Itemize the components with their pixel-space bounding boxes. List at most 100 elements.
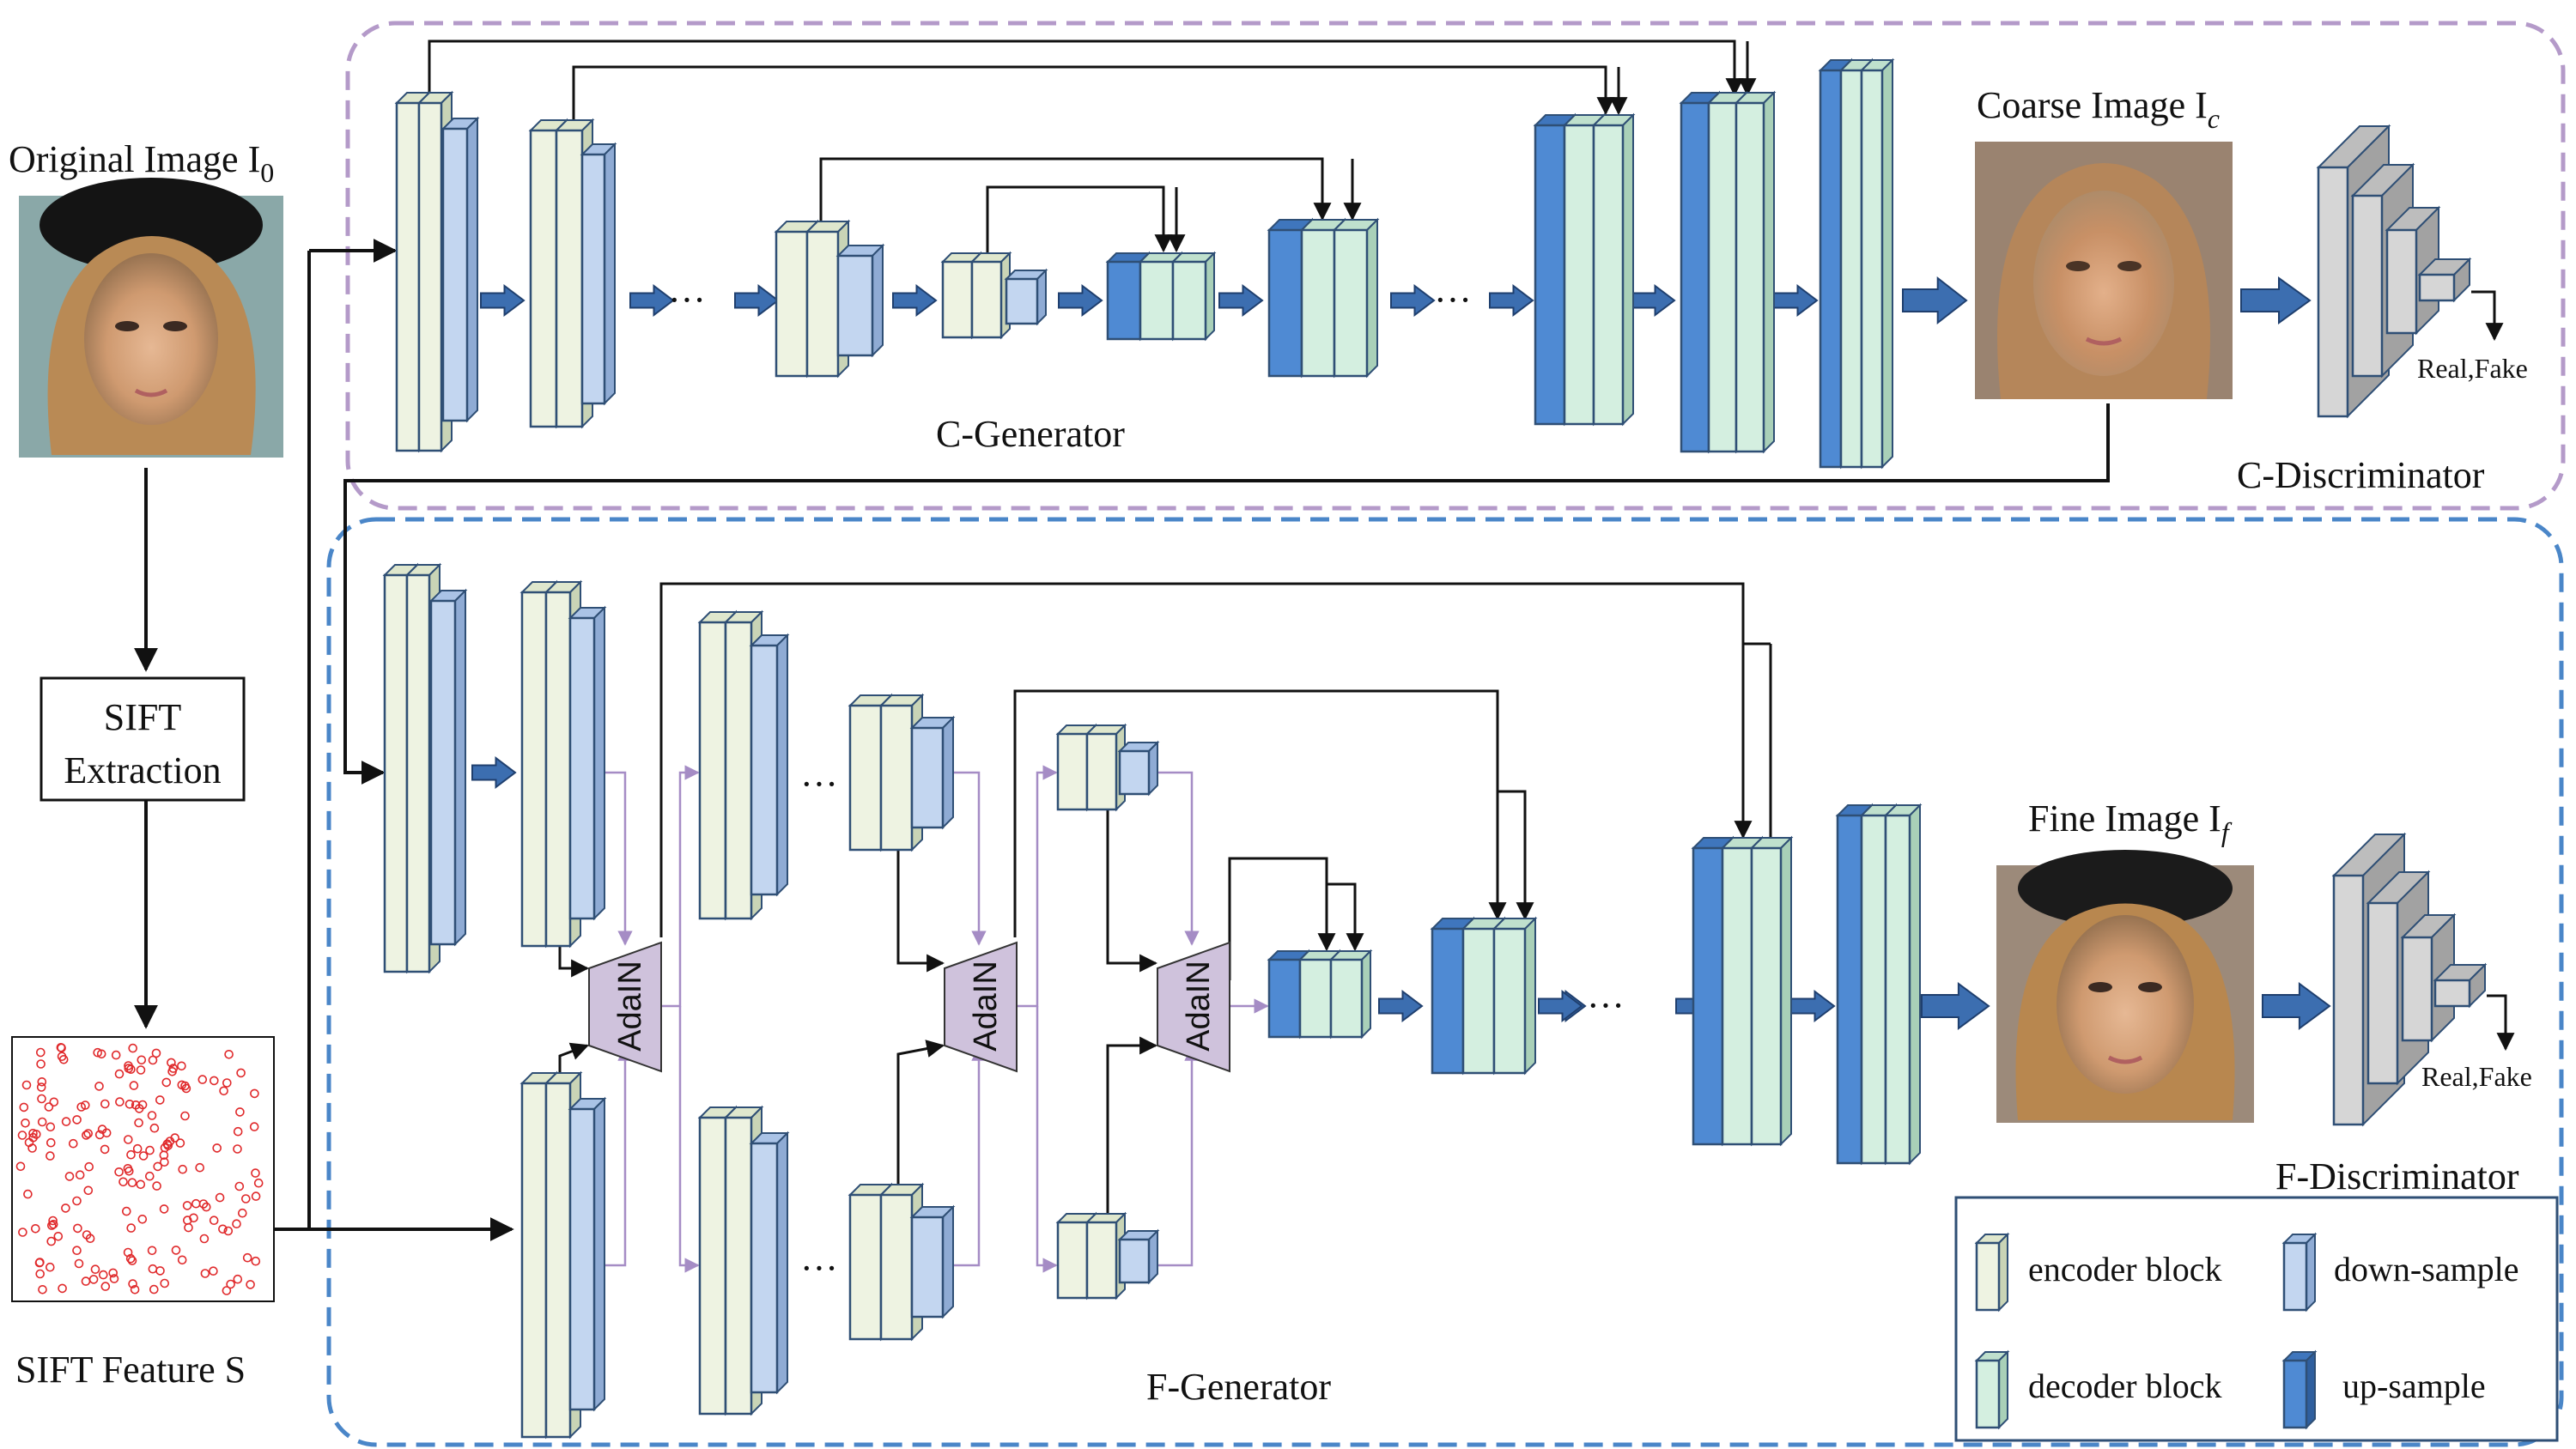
f-discriminator-block bbox=[2433, 962, 2488, 1009]
sift-keypoint bbox=[114, 1069, 125, 1079]
sift-keypoint bbox=[36, 1082, 46, 1092]
flow-arrow bbox=[1218, 283, 1264, 318]
sift-keypoint bbox=[171, 1246, 181, 1255]
sift-keypoint bbox=[233, 1126, 243, 1137]
connection-line bbox=[596, 1046, 633, 1267]
c-decoder-block-slab bbox=[1734, 90, 1777, 454]
flow-arrow bbox=[1378, 989, 1424, 1023]
sift-keypoint bbox=[57, 1043, 66, 1053]
legend-decoder-icon bbox=[1974, 1349, 2010, 1430]
c-decoder-block bbox=[1533, 112, 1636, 427]
sift-keypoint bbox=[124, 1135, 133, 1144]
adain-block-2 bbox=[944, 941, 1018, 1073]
flow-arrow bbox=[1489, 283, 1534, 318]
sift-keypoint bbox=[128, 1043, 137, 1053]
f-sift-downsample-block bbox=[909, 1204, 956, 1319]
flow-arrow bbox=[1390, 283, 1436, 318]
sift-keypoint bbox=[46, 1122, 56, 1132]
c-decoder-block-slab bbox=[1170, 251, 1217, 342]
sift-keypoint bbox=[250, 1088, 259, 1099]
sift-keypoint bbox=[72, 1246, 82, 1255]
sift-keypoint bbox=[222, 1286, 232, 1295]
sift-keypoint bbox=[226, 1279, 235, 1289]
sift-keypoint bbox=[69, 1138, 78, 1149]
sift-keypoint bbox=[57, 1052, 67, 1061]
f-decoder-block-slab bbox=[1328, 949, 1373, 1040]
f-discriminator-label: F-Discriminator bbox=[2275, 1155, 2519, 1197]
f-encoder-block bbox=[382, 562, 442, 974]
c-downsample-block bbox=[580, 142, 617, 406]
original-image-label: Original Image I0 bbox=[9, 138, 274, 188]
sift-keypoint bbox=[145, 1171, 155, 1181]
legend-box bbox=[1954, 1196, 2559, 1442]
f-sift-downsample-block bbox=[749, 1131, 790, 1395]
sift-keypoint bbox=[17, 1131, 27, 1140]
sift-keypoint bbox=[215, 1192, 225, 1203]
sift-keypoint bbox=[160, 1157, 169, 1167]
connection-line bbox=[572, 65, 1615, 130]
sift-keypoint bbox=[160, 1278, 169, 1288]
c-encoder-block bbox=[940, 251, 1012, 340]
sift-keypoint bbox=[155, 1266, 165, 1276]
connection-line bbox=[943, 771, 987, 946]
sift-keypoint bbox=[209, 1266, 218, 1276]
connection-line bbox=[1013, 689, 1507, 937]
sift-keypoint bbox=[253, 1178, 264, 1188]
sift-keypoint bbox=[130, 1285, 140, 1294]
sift-keypoint bbox=[177, 1061, 186, 1071]
adain-label-3: AdaIN bbox=[1181, 961, 1217, 1052]
real-fake-c-label: Real,Fake bbox=[2417, 353, 2528, 384]
sift-keypoint bbox=[126, 1149, 136, 1160]
ellipsis: ··· bbox=[800, 1247, 838, 1289]
sift-keypoint bbox=[222, 1078, 232, 1088]
sift-keypoint bbox=[37, 1117, 47, 1127]
sift-keypoint bbox=[46, 1151, 55, 1161]
sift-keypoint bbox=[182, 1201, 192, 1210]
sift-keypoint bbox=[100, 1144, 110, 1155]
flow-arrow bbox=[1773, 283, 1819, 318]
adain-label-1: AdaIN bbox=[612, 961, 648, 1052]
sift-keypoint bbox=[15, 1161, 26, 1172]
flow-arrow bbox=[1058, 283, 1103, 318]
adain-label-2: AdaIN bbox=[968, 961, 1004, 1052]
c-output-block-slab bbox=[1859, 58, 1895, 470]
connection-line bbox=[428, 39, 1744, 103]
sift-keypoint bbox=[240, 1194, 251, 1203]
sift-keypoint bbox=[90, 1264, 100, 1274]
legend-icons bbox=[1974, 1232, 2318, 1430]
sift-keypoint bbox=[46, 1221, 57, 1230]
c-decoder-block-slab bbox=[1591, 112, 1636, 427]
sift-keypoint bbox=[124, 1064, 134, 1073]
f-downsample-block bbox=[749, 633, 790, 897]
sift-keypoint bbox=[149, 1123, 160, 1133]
f-output-block bbox=[1835, 803, 1923, 1166]
sift-keypoint bbox=[34, 1258, 45, 1268]
sift-keypoint bbox=[61, 1117, 71, 1126]
flow-arrow bbox=[1921, 982, 1990, 1030]
f-sift-encoder-block bbox=[697, 1105, 764, 1416]
sift-keypoint bbox=[100, 1099, 110, 1109]
sift-keypoint bbox=[251, 1168, 260, 1178]
sift-keypoint bbox=[76, 1102, 86, 1112]
connection-line bbox=[1327, 882, 1364, 952]
fine-face-image bbox=[1996, 850, 2254, 1123]
sift-keypoint bbox=[35, 1047, 46, 1058]
f-generator-label: F-Generator bbox=[1146, 1366, 1331, 1408]
coarse-face-image bbox=[1975, 142, 2233, 399]
connections-layer bbox=[134, 39, 2515, 1273]
sift-keypoint bbox=[233, 1274, 243, 1284]
sift-feature-map bbox=[11, 1036, 275, 1302]
sift-keypoint bbox=[137, 1215, 148, 1224]
sift-keypoint bbox=[30, 1224, 40, 1234]
sift-keypoint bbox=[209, 1216, 219, 1225]
sift-keypoint bbox=[200, 1269, 210, 1278]
sift-keypoint bbox=[152, 1181, 161, 1191]
connection-line bbox=[1036, 1006, 1058, 1273]
sift-keypoint bbox=[73, 1223, 82, 1234]
f-downsample-block bbox=[1117, 740, 1160, 797]
connection-line bbox=[659, 582, 1753, 937]
connection-line bbox=[343, 403, 2110, 785]
sift-keypoint bbox=[159, 1204, 169, 1214]
sift-keypoint bbox=[99, 1270, 108, 1280]
sift-keypoint bbox=[199, 1234, 210, 1244]
